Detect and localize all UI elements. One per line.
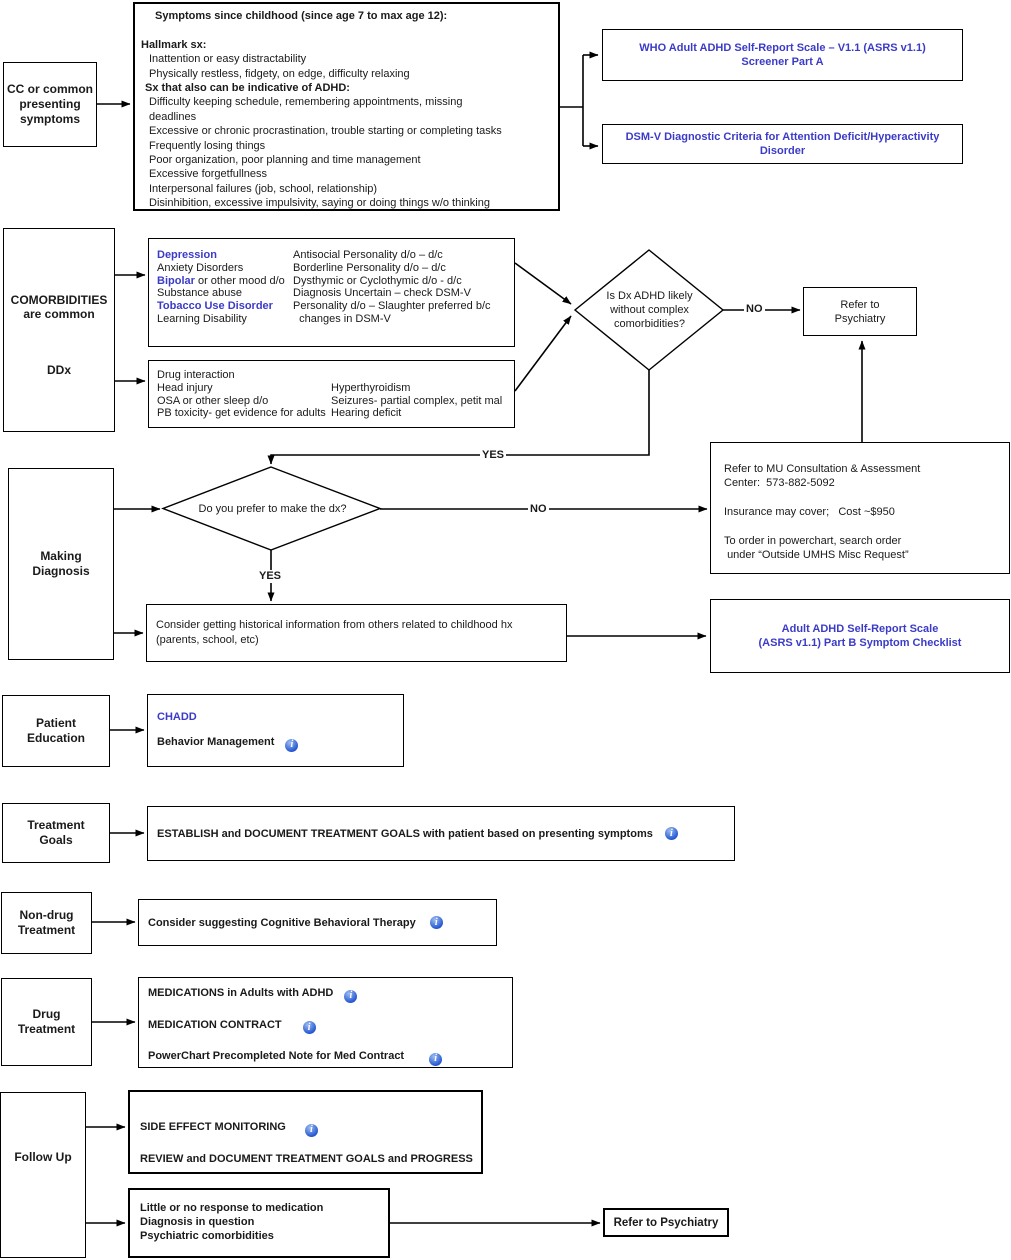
patient-education-box: CHADD Behavior Management i (147, 694, 404, 767)
spacer (139, 23, 552, 37)
also-heading: Sx that also can be indicative of ADHD: (145, 82, 350, 95)
symptoms-title: Symptoms since childhood (since age 7 to… (155, 10, 448, 22)
decision-diamond-dx-likely (573, 249, 725, 371)
who-asrs-screener-link[interactable]: WHO Adult ADHD Self-Report Scale – V1.1 … (639, 42, 926, 68)
info-icon[interactable]: i (285, 738, 299, 752)
refer-psychiatry-bottom-box: Refer to Psychiatry (603, 1208, 729, 1237)
info-icon[interactable]: i (429, 1052, 443, 1066)
yes-label-prefer-dx: YES (257, 570, 284, 583)
ddx-box: Drug interaction Head injury OSA or othe… (148, 360, 515, 428)
comorbidities-box: Depression Anxiety Disorders Bipolar or … (148, 238, 515, 347)
bipolar-rest: or other mood d/o (194, 274, 285, 287)
also-items: Difficulty keeping schedule, remembering… (149, 96, 502, 210)
bipolar-link[interactable]: Bipolar (157, 274, 195, 287)
asrs-part-b-box: Adult ADHD Self-Report Scale (ASRS v1.1)… (710, 599, 1010, 673)
medication-contract-label: MEDICATION CONTRACT (148, 1018, 282, 1031)
stage-cc-symptoms: CC or common presenting symptoms (3, 62, 97, 147)
decision-dx-likely-text: Is Dx ADHD likely without complex comorb… (606, 290, 693, 330)
comorbidities-column-2: Antisocial Personality d/o – d/c Borderl… (293, 249, 491, 325)
refer-psychiatry-top-box: Refer to Psychiatry (803, 287, 917, 336)
medications-box: MEDICATIONS in Adults with ADHD i MEDICA… (138, 977, 513, 1068)
treatment-goals-box: ESTABLISH and DOCUMENT TREATMENT GOALS w… (147, 806, 735, 861)
side-effect-monitoring-label: SIDE EFFECT MONITORING (140, 1121, 286, 1133)
info-icon[interactable]: i (429, 916, 443, 929)
review-goals-label: REVIEW and DOCUMENT TREATMENT GOALS and … (140, 1152, 473, 1165)
comorbidity-row: Substance abuse (157, 287, 243, 300)
ddx-column-2: Hyperthyroidism Seizures- partial comple… (331, 381, 503, 420)
medications-adults-label: MEDICATIONS in Adults with ADHD (148, 987, 334, 999)
ddx-column-1: Drug interaction Head injury OSA or othe… (157, 369, 326, 420)
hallmark-heading: Hallmark sx: (141, 38, 207, 51)
symptoms-box: Symptoms since childhood (since age 7 to… (133, 2, 560, 211)
consider-history-box: Consider getting historical information … (146, 604, 567, 662)
stage-comorbidities-ddx: COMORBIDITIES are common DDx (3, 228, 115, 432)
chadd-link[interactable]: CHADD (157, 711, 197, 723)
comorbidity-row: Bipolar or other mood d/o (157, 275, 285, 288)
powerchart-note-label: PowerChart Precompleted Note for Med Con… (148, 1050, 405, 1062)
decision-diamond-prefer-dx (161, 466, 382, 551)
no-label-dx-likely: NO (744, 303, 765, 316)
stage-non-drug-treatment: Non-drug Treatment (1, 892, 92, 954)
comorbidity-row: Tobacco Use Disorder (157, 300, 285, 313)
tobacco-use-link[interactable]: Tobacco Use Disorder (157, 300, 273, 313)
side-effect-monitoring-box: SIDE EFFECT MONITORING i REVIEW and DOCU… (128, 1090, 483, 1174)
dsm-criteria-box: DSM-V Diagnostic Criteria for Attention … (602, 124, 963, 164)
mu-consultation-box: Refer to MU Consultation & Assessment Ce… (710, 442, 1010, 574)
cbt-box: Consider suggesting Cognitive Behavioral… (138, 899, 497, 946)
info-icon[interactable]: i (664, 827, 678, 840)
decision-prefer-dx-text: Do you prefer to make the dx? (198, 503, 347, 515)
treatment-goals-text: ESTABLISH and DOCUMENT TREATMENT GOALS w… (157, 827, 653, 840)
dsm-criteria-link[interactable]: DSM-V Diagnostic Criteria for Attention … (625, 131, 940, 157)
asrs-part-b-link[interactable]: Adult ADHD Self-Report Scale (ASRS v1.1)… (758, 623, 962, 649)
info-icon[interactable]: i (344, 989, 358, 1003)
comorbidity-row: Depression (157, 249, 285, 262)
who-asrs-screener-box: WHO Adult ADHD Self-Report Scale – V1.1 … (602, 29, 963, 81)
escalation-criteria-box: Little or no response to medication Diag… (128, 1188, 390, 1258)
comorbidities-label: COMORBIDITIES are common (10, 293, 108, 321)
ddx-label: DDx (46, 363, 71, 377)
stage-patient-education: Patient Education (2, 695, 110, 767)
stage-drug-treatment: Drug Treatment (1, 978, 92, 1066)
stage-treatment-goals: Treatment Goals (2, 803, 110, 863)
info-icon[interactable]: i (304, 1123, 318, 1137)
comorbidity-row: Learning Disability (157, 312, 247, 325)
consider-history-text: Consider getting historical information … (156, 619, 513, 646)
behavior-management-label: Behavior Management (157, 736, 275, 748)
stage-making-diagnosis: Making Diagnosis (8, 468, 114, 660)
follow-up-label: Follow Up (14, 1150, 72, 1164)
depression-link[interactable]: Depression (157, 249, 217, 261)
hallmark-items: Inattention or easy distractability Phys… (149, 53, 410, 80)
comorbidity-row: Anxiety Disorders (157, 261, 244, 274)
no-label-prefer-dx: NO (528, 503, 549, 516)
stage-follow-up: Follow Up (0, 1092, 86, 1258)
yes-label-dx-likely: YES (480, 449, 507, 462)
info-icon[interactable]: i (302, 1021, 316, 1034)
cbt-text: Consider suggesting Cognitive Behavioral… (148, 916, 416, 929)
